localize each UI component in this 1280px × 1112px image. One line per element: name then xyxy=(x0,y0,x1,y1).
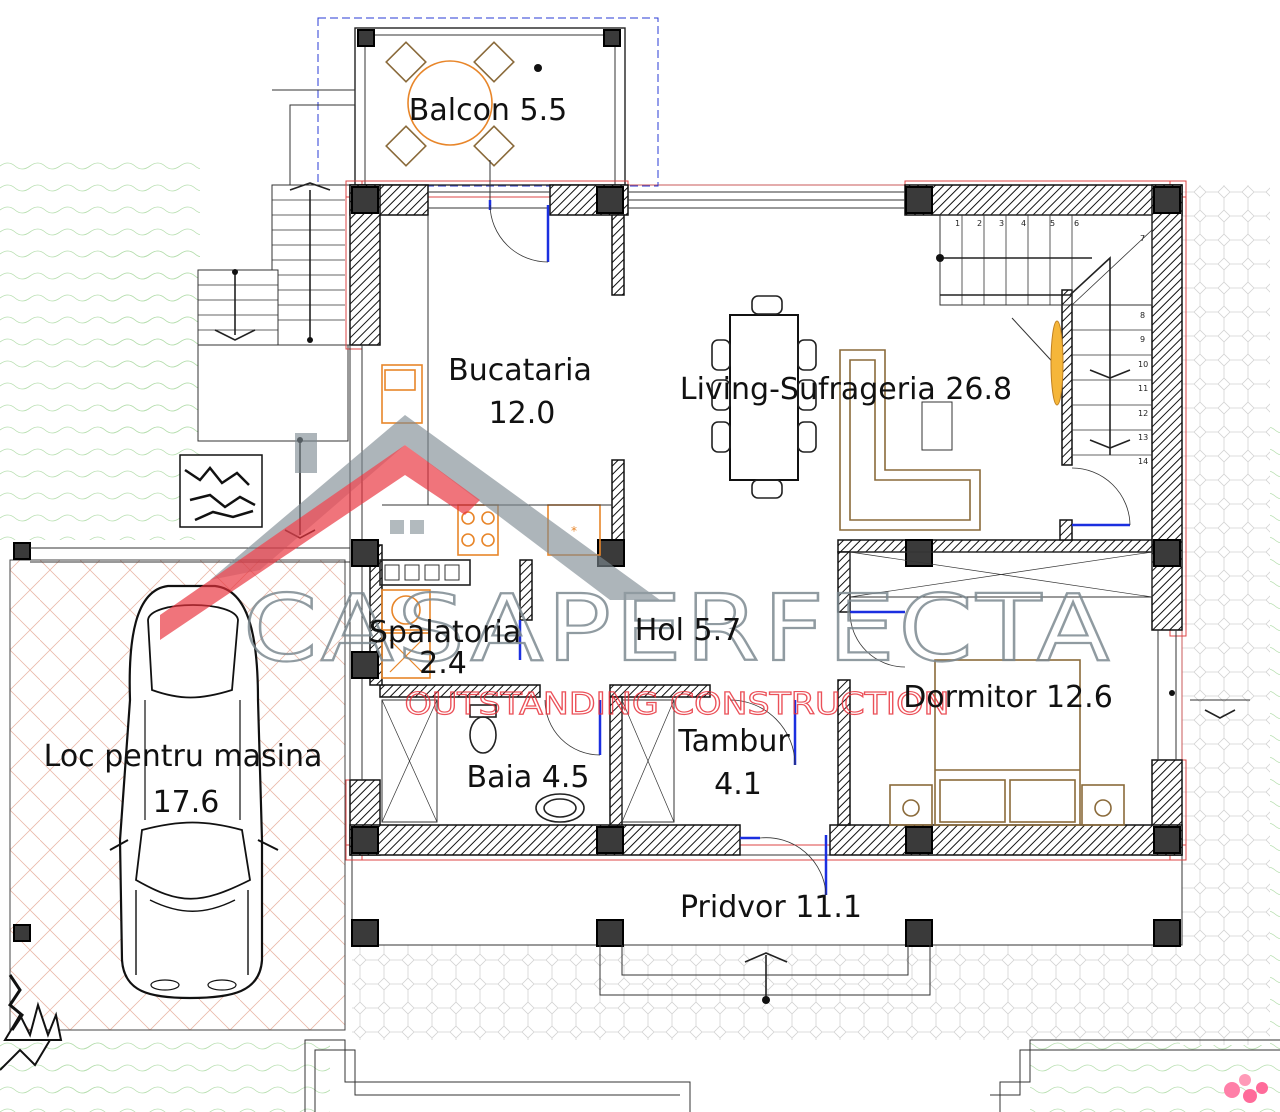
watermark-brand: CASAPERFECTA xyxy=(243,575,1113,682)
window-shape xyxy=(410,520,424,534)
step-number: 7 xyxy=(1140,234,1145,243)
balcony-table-set xyxy=(385,41,542,200)
structural-columns xyxy=(351,186,1181,947)
back-stairs xyxy=(197,89,356,539)
room-label-pridvor: Pridvor 11.1 xyxy=(680,890,862,925)
step-number: 10 xyxy=(1138,360,1148,369)
step-number: 11 xyxy=(1138,384,1148,393)
chimney-shape xyxy=(295,433,317,473)
side-window xyxy=(1157,630,1250,760)
porch-slab xyxy=(351,854,1183,946)
room-label-dormitor: Dormitor 12.6 xyxy=(903,680,1113,715)
hall-wardrobe xyxy=(849,551,1153,598)
svg-text:*: * xyxy=(571,524,577,538)
dining-table xyxy=(711,295,817,499)
roof-grey-shape xyxy=(210,415,660,600)
stair-step-numbers: 1 2 3 4 5 6 7 8 9 10 11 12 13 14 xyxy=(955,219,1148,466)
room-area-tambur: 4.1 xyxy=(714,767,762,802)
step-number: 5 xyxy=(1050,219,1055,228)
shrub-icon xyxy=(179,454,263,528)
room-label-spalatoria: Spalatoria xyxy=(369,615,521,650)
step-number: 14 xyxy=(1138,457,1148,466)
entrance-steps xyxy=(599,945,931,1004)
parking-pillar xyxy=(13,924,31,942)
step-number: 9 xyxy=(1140,335,1145,344)
room-area-spalatoria: 2.4 xyxy=(419,646,467,681)
sofa xyxy=(839,349,981,531)
front-paving xyxy=(352,945,1182,1040)
front-walkway xyxy=(304,1039,1280,1112)
step-number: 12 xyxy=(1138,409,1148,418)
room-label-loc-masina: Loc pentru masina xyxy=(44,739,323,774)
step-number: 6 xyxy=(1074,219,1079,228)
doors xyxy=(488,200,1131,896)
parking-pillar xyxy=(13,542,31,560)
room-label-living: Living-Sufrageria 26.8 xyxy=(680,372,1012,407)
car-icon xyxy=(109,584,279,1000)
plant-icon xyxy=(0,974,63,1071)
step-number: 2 xyxy=(977,219,982,228)
room-label-hol: Hol 5.7 xyxy=(635,613,742,648)
tambur-closet xyxy=(621,699,675,823)
bathroom-fixtures xyxy=(381,699,585,823)
bed xyxy=(889,659,1125,826)
side-paving xyxy=(1180,185,1270,1045)
step-number: 8 xyxy=(1140,311,1145,320)
step-number: 1 xyxy=(955,219,960,228)
flower-icon xyxy=(1224,1074,1268,1103)
step-number: 13 xyxy=(1138,433,1148,442)
laundry-appliances xyxy=(379,559,471,679)
room-label-tambur: Tambur xyxy=(677,724,790,759)
window-shape xyxy=(390,520,404,534)
room-area-bucataria: 12.0 xyxy=(489,396,556,431)
room-area-loc-masina: 17.6 xyxy=(153,785,220,820)
room-label-bucataria: Bucataria xyxy=(448,353,592,388)
step-number: 3 xyxy=(999,219,1004,228)
interior-stairs xyxy=(936,214,1153,456)
step-number: 4 xyxy=(1021,219,1026,228)
watermark-logo: CASAPERFECTA OUTSTANDING CONSTRUCTION xyxy=(160,415,1113,723)
watermark-tagline: OUTSTANDING CONSTRUCTION xyxy=(405,687,950,722)
room-label-balcon: Balcon 5.5 xyxy=(409,93,567,128)
room-label-baia: Baia 4.5 xyxy=(467,760,590,795)
